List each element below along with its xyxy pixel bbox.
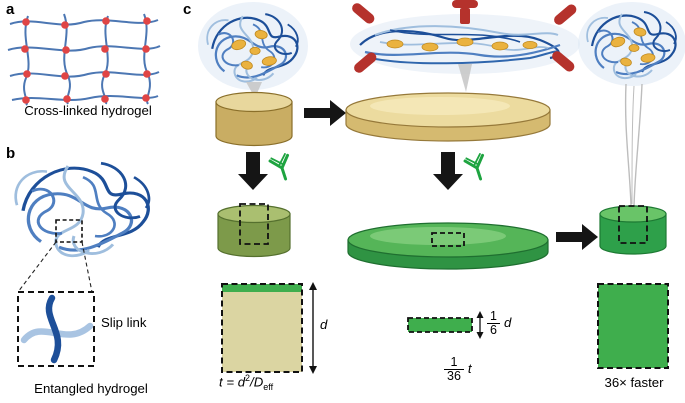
dimension-arrow-d — [309, 282, 317, 374]
label-time-formula: t = d2/Deff — [219, 373, 274, 393]
cross-section-slab-tan — [221, 283, 303, 373]
label-sixth-d: 1 6 d — [487, 310, 511, 337]
arrow-down-icon — [238, 152, 268, 190]
hydrogel-cylinder-green-slow — [217, 203, 291, 258]
casting-funnel-middle — [458, 64, 472, 92]
caption-crosslinked: Cross-linked hydrogel — [24, 103, 152, 118]
fraction-var-t: t — [467, 360, 472, 376]
zoom-source-box — [55, 219, 83, 243]
cross-section-box — [239, 203, 269, 245]
arrow-right-icon — [304, 100, 346, 126]
cross-section-box — [618, 205, 648, 244]
entangled-hydrogel-art — [14, 161, 151, 367]
crosslink-network-art — [7, 13, 161, 106]
compression-press-icons — [352, 0, 577, 73]
formula-exp: 2 — [245, 373, 251, 383]
antibody-icon — [267, 151, 296, 184]
compressed-polymer-tangle — [359, 25, 561, 65]
dimension-arrow-sixth — [476, 311, 484, 339]
stretched-strands — [624, 83, 643, 207]
arrow-down-icon — [433, 152, 463, 190]
label-slip-link: Slip link — [101, 315, 147, 330]
cargo-particles — [386, 37, 538, 52]
formula-lhs: t = d — [219, 374, 246, 390]
hydrogel-cylinder-green-fast — [599, 205, 667, 255]
fraction-var-d: d — [503, 314, 512, 330]
crosslink-dots — [21, 17, 151, 104]
zoom-detail-box — [17, 291, 95, 367]
caption-entangled: Entangled hydrogel — [34, 381, 148, 396]
hydrogel-disk-tan — [345, 92, 551, 142]
cross-section-slab-thin-green — [407, 317, 473, 333]
slip-link-detail — [20, 294, 94, 364]
cross-section-slab-green — [597, 283, 669, 369]
label-d: d — [320, 317, 328, 332]
formula-sub: eff — [263, 382, 274, 393]
panel-c-art — [198, 0, 685, 374]
panel-label-a: a — [6, 1, 15, 18]
formula-denom: /D — [250, 374, 264, 390]
panel-label-c: c — [183, 1, 192, 18]
arrow-right-icon — [556, 224, 598, 250]
fraction-one-thirtysixth: 1 36 — [444, 356, 464, 383]
panel-label-b: b — [6, 145, 16, 162]
fraction-one-sixth: 1 6 — [487, 310, 500, 337]
antibody-icon — [462, 151, 491, 184]
hydrogel-disk-green — [347, 222, 549, 270]
network-strands — [7, 13, 161, 106]
cross-section-box — [431, 232, 465, 247]
label-thirtysixth-t: 1 36 t — [444, 356, 472, 383]
casting-funnel-left — [246, 82, 262, 98]
label-faster: 36× faster — [604, 375, 664, 390]
zoom-connector-lines — [17, 241, 93, 293]
hydrogel-cylinder-tan — [215, 91, 293, 147]
